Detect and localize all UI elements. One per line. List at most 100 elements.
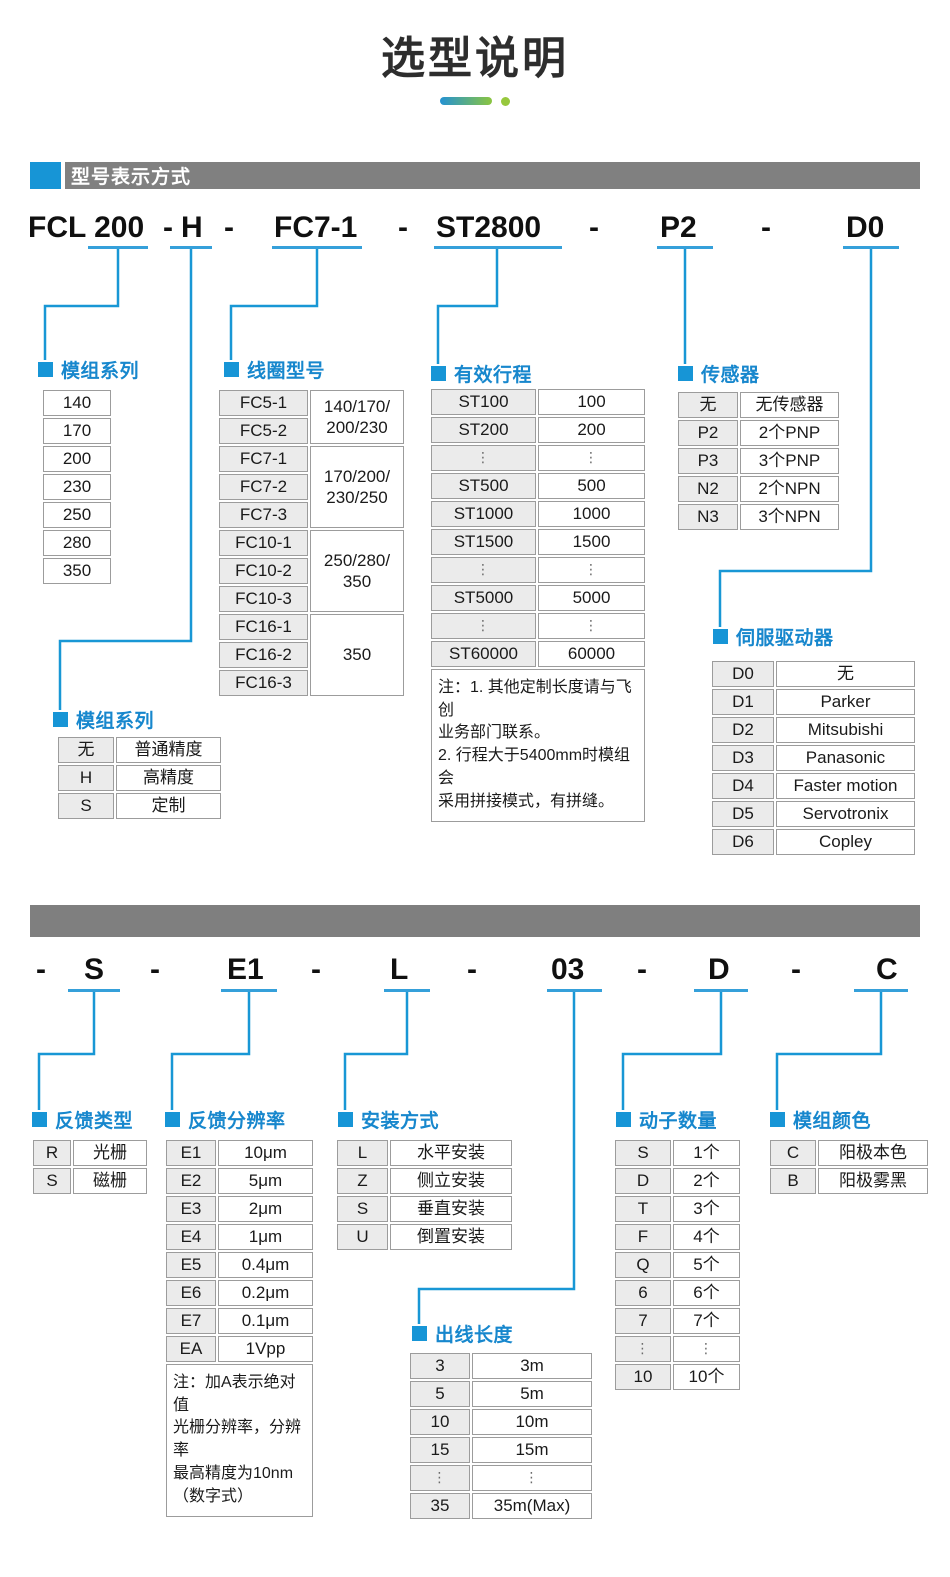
table-cell-value: ⋮ — [538, 613, 645, 639]
table-cell-key: FC10-3 — [219, 586, 308, 612]
table-cell-value: Servotronix — [776, 801, 915, 827]
table-cell-key: E2 — [166, 1168, 216, 1194]
table-note: 注：1. 其他定制长度请与飞创业务部门联系。2. 行程大于5400mm时模组 会… — [431, 669, 645, 823]
model-underline — [384, 989, 430, 992]
group-label-stroke: 有效行程 — [431, 364, 532, 386]
table-cell-key: S — [615, 1140, 671, 1166]
table-cell-key: D6 — [712, 829, 774, 855]
model-underline — [547, 989, 602, 992]
table-cell-key: ST1500 — [431, 529, 536, 555]
table-cell-key: ⋮ — [410, 1465, 470, 1491]
table-cell-key: D1 — [712, 689, 774, 715]
table-cell-key: U — [337, 1224, 388, 1250]
table-cell-value: 0.4μm — [218, 1252, 313, 1278]
table-cell-value: 3个 — [673, 1196, 740, 1222]
table-cell-key: 6 — [615, 1280, 671, 1306]
model-underline — [221, 989, 277, 992]
table-cell-key: ST5000 — [431, 585, 536, 611]
model-underline — [843, 246, 899, 249]
blue-chip — [30, 162, 61, 189]
model2-dash: - — [637, 953, 647, 986]
model-underline — [88, 246, 148, 249]
table-cell-value: 1Vpp — [218, 1336, 313, 1362]
group-label-driver: 伺服驱动器 — [713, 627, 834, 649]
table-cell-key: S — [337, 1196, 388, 1222]
model2-part-feedback-type: S — [84, 953, 105, 986]
table-cell-key: 35 — [410, 1493, 470, 1519]
page-title: 选型说明 — [381, 34, 569, 83]
leader-line — [343, 992, 409, 1110]
table-cell-value: 250/280/ 350 — [310, 530, 404, 612]
leader-line — [229, 249, 319, 360]
table-cell-key: E7 — [166, 1308, 216, 1334]
table-cell-value: 350 — [310, 614, 404, 696]
table-cell-key: B — [770, 1168, 816, 1194]
table-cell-value: ⋮ — [472, 1465, 592, 1491]
table-cell-key: E1 — [166, 1140, 216, 1166]
table-cell-key: D3 — [712, 745, 774, 771]
table-cell-value: 230 — [43, 474, 111, 500]
table-cell-value: 0.2μm — [218, 1280, 313, 1306]
table-cell-value: 280 — [43, 530, 111, 556]
table-cell-key: 无 — [58, 737, 114, 763]
leader-line — [37, 992, 96, 1110]
table-cell-value: 2个PNP — [740, 420, 839, 446]
model2-dash: - — [311, 953, 321, 986]
label-square-icon — [53, 711, 68, 727]
table-cell-key: 无 — [678, 392, 738, 418]
table-cell-key: T — [615, 1196, 671, 1222]
label-square-icon — [412, 1325, 427, 1341]
model2-part-cable: 03 — [551, 953, 585, 986]
table-cell-key: D — [615, 1168, 671, 1194]
table-cell-value: ⋮ — [538, 445, 645, 471]
table-cell-key: S — [58, 793, 114, 819]
table-cell-key: Q — [615, 1252, 671, 1278]
table-cell-key: D5 — [712, 801, 774, 827]
group-label-feedback-res: 反馈分辨率 — [165, 1110, 286, 1132]
table-cell-key: FC16-3 — [219, 670, 308, 696]
table-cell-value: 250 — [43, 502, 111, 528]
table-cell-key: 10 — [615, 1364, 671, 1390]
model-underline — [694, 989, 748, 992]
model-underline — [657, 246, 713, 249]
model-underline — [854, 989, 908, 992]
table-cell-value: 15m — [472, 1437, 592, 1463]
label-square-icon — [38, 361, 53, 377]
table-cell-key: D2 — [712, 717, 774, 743]
model1-dash: - — [224, 211, 234, 244]
table-cell-value: 10m — [472, 1409, 592, 1435]
table-cell-value: 100 — [538, 389, 645, 415]
table-cell-key: ⋮ — [431, 613, 536, 639]
table-cell-value: 7个 — [673, 1308, 740, 1334]
table-cell-value: 1个 — [673, 1140, 740, 1166]
table-cell-key: D4 — [712, 773, 774, 799]
model1-part-precision: H — [181, 211, 203, 244]
table-cell-value: Panasonic — [776, 745, 915, 771]
model-underline — [170, 246, 212, 249]
table-cell-value: ⋮ — [673, 1336, 740, 1362]
table-cell-value: 3m — [472, 1353, 592, 1379]
table-cell-key: FC10-1 — [219, 530, 308, 556]
table-cell-value: 1500 — [538, 529, 645, 555]
table-cell-key: FC5-2 — [219, 418, 308, 444]
table-cell-value: 倒置安装 — [390, 1224, 512, 1250]
label-square-icon — [616, 1111, 631, 1127]
model1-part-stroke: ST2800 — [436, 211, 542, 244]
leader-line — [170, 992, 251, 1110]
model-underline — [434, 246, 562, 249]
table-cell-key: 5 — [410, 1381, 470, 1407]
table-cell-value: 60000 — [538, 641, 645, 667]
section2-header-bar — [30, 905, 920, 937]
table-cell-key: FC16-2 — [219, 642, 308, 668]
table-cell-key: 3 — [410, 1353, 470, 1379]
table-cell-key: E6 — [166, 1280, 216, 1306]
model1-dash: - — [398, 211, 408, 244]
model1-part-sensor: P2 — [660, 211, 697, 244]
table-cell-key: ST500 — [431, 473, 536, 499]
